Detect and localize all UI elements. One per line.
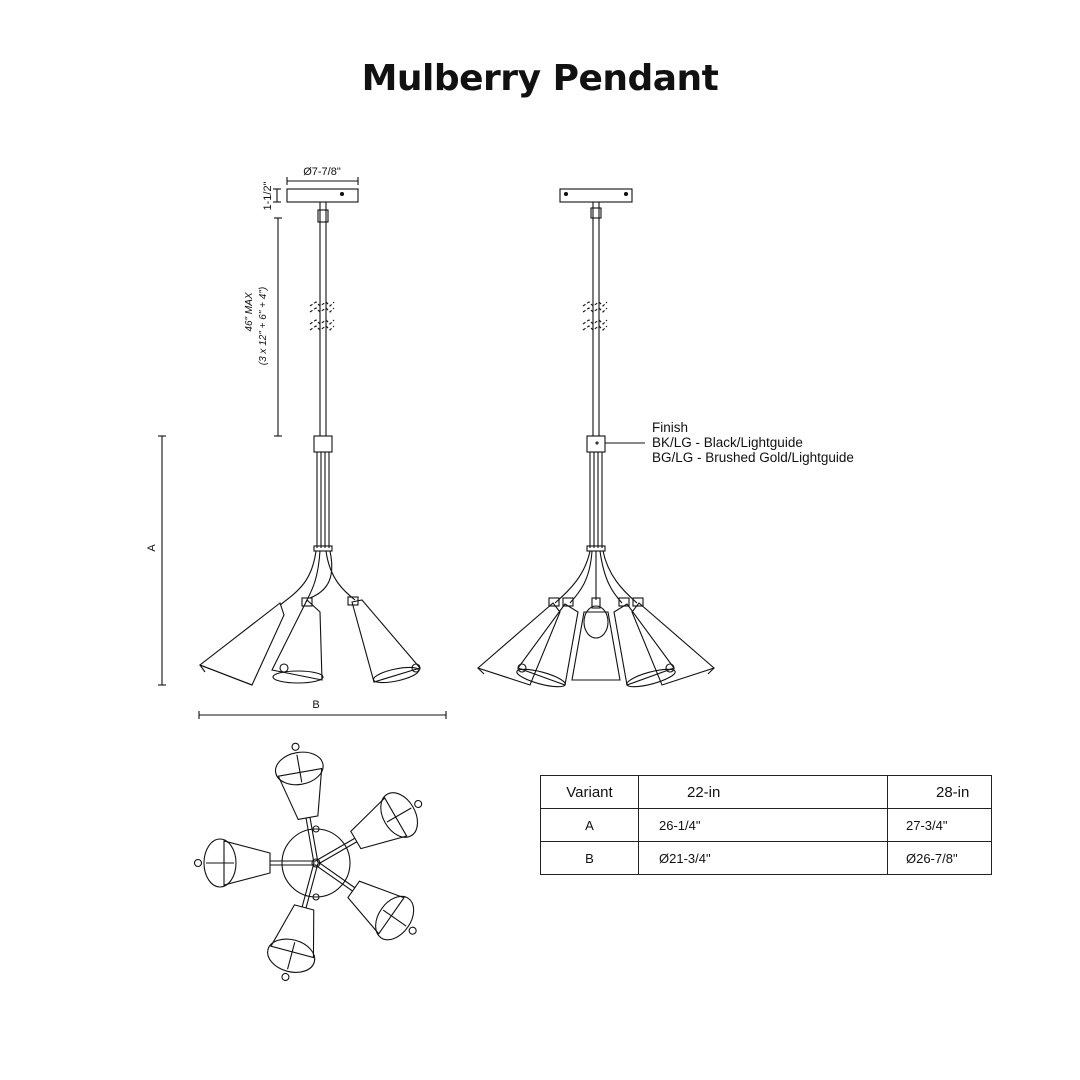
finish-heading: Finish: [652, 420, 689, 435]
column-header: Variant: [540, 775, 639, 809]
shade: [571, 597, 621, 681]
table-cell: Ø26-7/8": [887, 841, 992, 875]
table-cell: Ø21-3/4": [638, 841, 888, 875]
max-length-label: 46" MAX: [244, 292, 255, 331]
finish-callout: Finish BK/LG - Black/Lightguide BG/LG - …: [652, 420, 854, 465]
shade: [198, 602, 285, 686]
shade: [347, 596, 421, 684]
table-cell: A: [540, 808, 639, 842]
column-header: 28-in: [887, 775, 992, 809]
table-header-row: Variant 22-in 28-in: [540, 775, 992, 809]
canopy-top: [281, 828, 351, 898]
dimension-b-label: B: [312, 699, 319, 711]
spec-table: Variant 22-in 28-in A 26-1/4" 27-3/4" B …: [540, 775, 992, 875]
shade: [476, 597, 561, 686]
table-row: B Ø21-3/4" Ø26-7/8": [540, 841, 992, 875]
dimension-a-label: A: [146, 544, 158, 552]
table-cell: 26-1/4": [638, 808, 888, 842]
finish-option: BK/LG - Black/Lightguide: [652, 435, 803, 450]
page-title: Mulberry Pendant: [361, 58, 719, 99]
side-view: [198, 188, 421, 686]
shade: [613, 597, 676, 688]
hub: [586, 435, 606, 453]
canopy: [286, 188, 359, 203]
front-view: [476, 188, 716, 688]
shade: [516, 597, 579, 688]
max-length-detail-label: (3 x 12" + 6" + 4"): [258, 287, 269, 365]
column-header: 22-in: [638, 775, 888, 809]
hub: [313, 435, 333, 453]
canopy-diameter-label: Ø7-7/8": [303, 166, 341, 178]
table-row: A 26-1/4" 27-3/4": [540, 808, 992, 842]
dimension-lines: [158, 177, 447, 719]
shade: [631, 597, 716, 686]
table-cell: B: [540, 841, 639, 875]
table-cell: 27-3/4": [887, 808, 992, 842]
canopy: [559, 188, 633, 203]
canopy-height-label: 1-1/2": [262, 181, 274, 210]
shade: [271, 599, 324, 684]
finish-option: BG/LG - Brushed Gold/Lightguide: [652, 450, 854, 465]
top-view: [193, 742, 423, 982]
